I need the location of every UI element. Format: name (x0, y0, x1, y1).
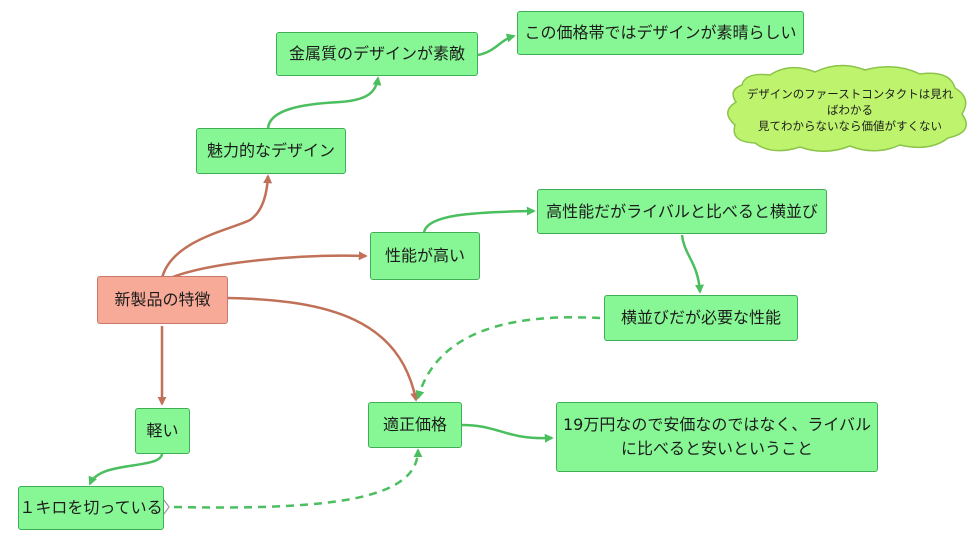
node-attractive-design[interactable]: 魅力的なデザイン (196, 128, 346, 174)
edge-needed-to-fair-price-dashed (415, 316, 601, 400)
edge-root-to-design (160, 174, 273, 279)
node-label: この価格帯ではデザインが素晴らしい (524, 23, 797, 42)
node-light[interactable]: 軽い (135, 408, 190, 454)
node-price-range-design[interactable]: この価格帯ではデザインが素晴らしい (517, 11, 804, 55)
note-line-1: デザインのファーストコンタクトは見れ (746, 87, 954, 101)
node-label: 横並びだが必要な性能 (620, 308, 781, 327)
note-cloud[interactable]: デザインのファーストコンタクトは見れ ばわかる 見てわからないなら価値がすくない (744, 80, 956, 140)
node-label: 適正価格 (382, 415, 447, 434)
node-label: １キロを切っている (19, 498, 163, 517)
node-under-one-kilo[interactable]: １キロを切っている (18, 486, 164, 530)
node-label-line-1: 19万円なので安価なのではなく、ライバル (562, 415, 872, 434)
note-cloud-shape (727, 64, 967, 152)
edge-one-kilo-to-fair-price-dashed (173, 448, 423, 509)
node-label-line-2: に比べると安いということ (620, 439, 813, 458)
node-fair-price[interactable]: 適正価格 (368, 402, 462, 448)
node-necessary-performance[interactable]: 横並びだが必要な性能 (604, 295, 798, 341)
edge-metal-to-price-design (477, 33, 516, 57)
note-line-2: ばわかる (827, 103, 873, 117)
node-high-performance[interactable]: 性能が高い (370, 232, 480, 280)
note-line-3: 見てわからないなら価値がすくない (758, 119, 942, 133)
edge-design-to-metal (266, 76, 382, 129)
edge-compare-to-needed (680, 234, 705, 294)
node-new-product-features[interactable]: 新製品の特徴 (97, 276, 228, 324)
node-cheap-compared-to-rivals[interactable]: 19万円なので安価なのではなく、ライバル に比べると安いということ (556, 402, 878, 472)
node-label: 性能が高い (384, 246, 465, 265)
node-metallic-design[interactable]: 金属質のデザインが素敵 (276, 32, 478, 76)
chevron-right-icon (163, 499, 170, 515)
node-label: 新製品の特徴 (114, 290, 211, 309)
node-label: 魅力的なデザイン (206, 141, 335, 160)
edge-root-to-perf (169, 251, 368, 280)
node-label: 金属質のデザインが素敵 (288, 44, 465, 63)
edge-perf-to-compare (422, 206, 536, 233)
node-label: 高性能だがライバルと比べると横並び (546, 201, 818, 221)
node-performance-compare[interactable]: 高性能だがライバルと比べると横並び (537, 189, 827, 234)
edge-light-to-one-kilo (88, 453, 164, 486)
node-label: 軽い (146, 421, 179, 440)
edge-root-to-fair-price (227, 296, 419, 402)
edge-fair-price-to-cheap (461, 423, 554, 443)
